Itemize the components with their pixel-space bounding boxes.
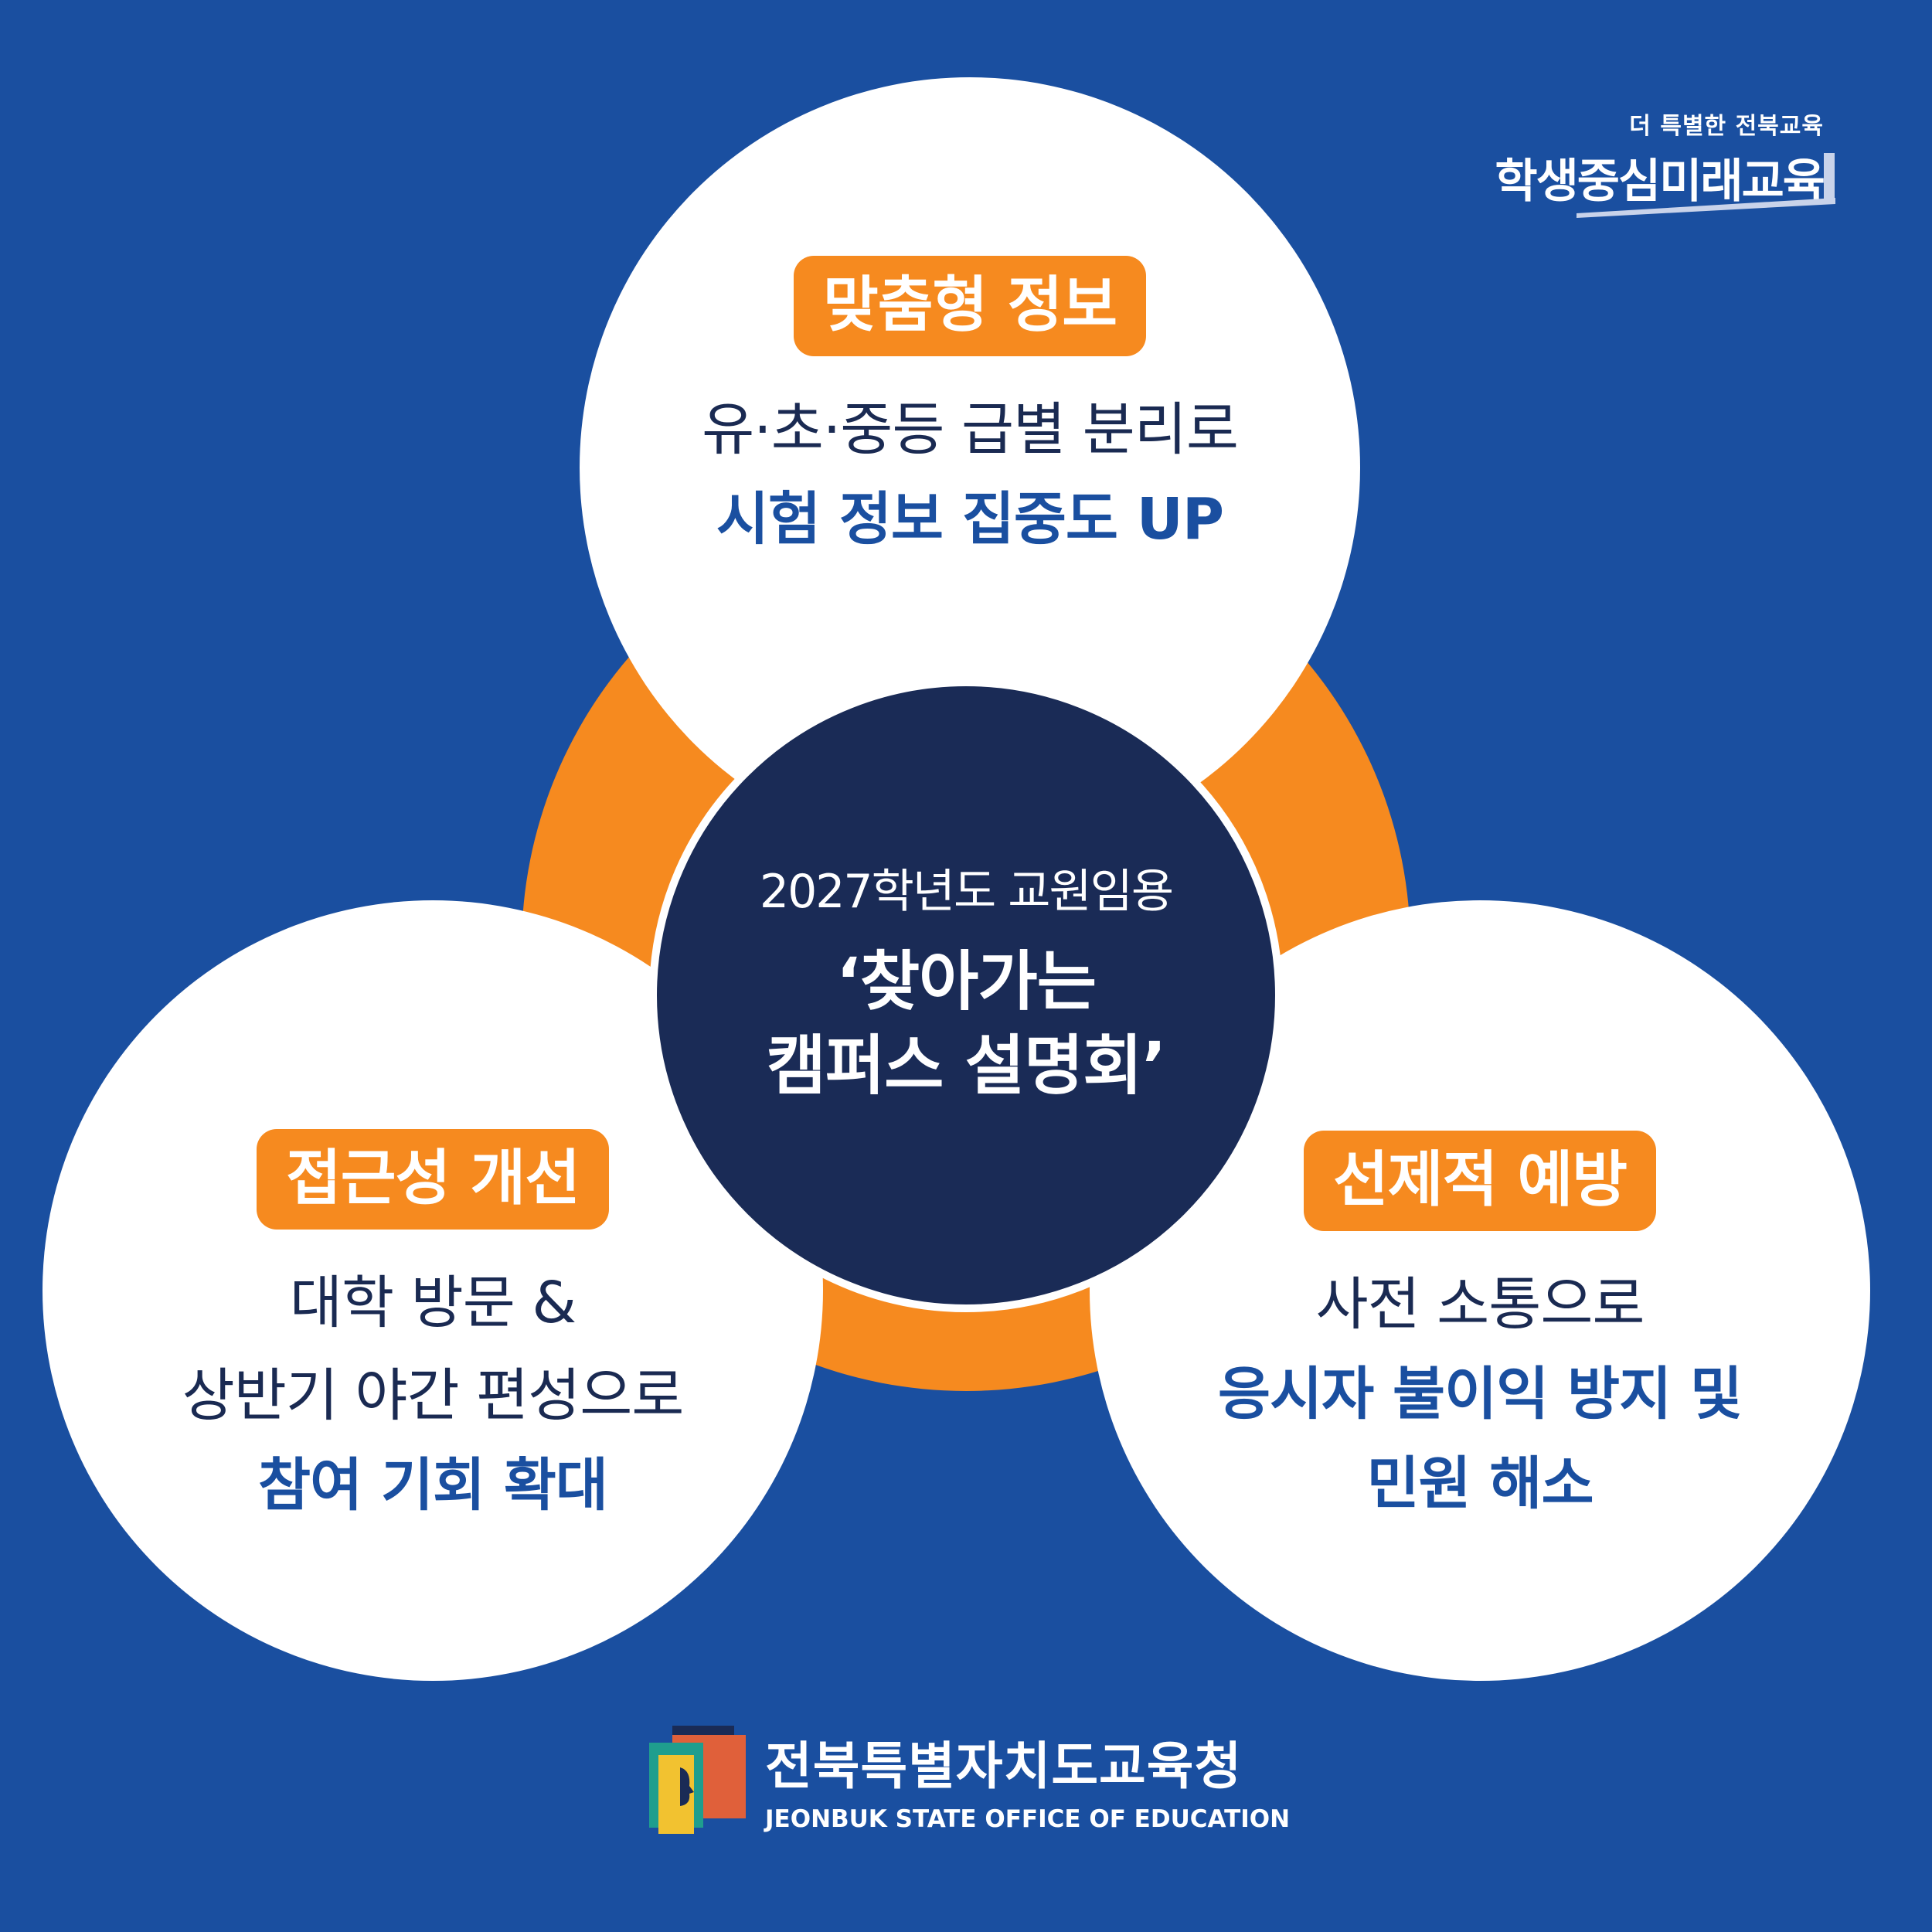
brand-slogan: 학생중심미래교육 bbox=[1495, 155, 1825, 209]
feature-left-line1: 대학 방문 & bbox=[289, 1269, 577, 1336]
education-office-logo-icon bbox=[649, 1726, 746, 1834]
feature-top-line1: 유·초·중등 급별 분리로 bbox=[702, 396, 1239, 463]
feature-left-line2: 상반기 야간 편성으로 bbox=[182, 1362, 685, 1429]
feature-tag-left: 접근성 개선 bbox=[257, 1129, 609, 1230]
brand-subtitle: 더 특별한 전북교육 bbox=[1629, 113, 1824, 140]
feature-right-line2: 응시자 불이익 방지 및 bbox=[1217, 1360, 1743, 1427]
feature-left-line3: 참여 기회 확대 bbox=[257, 1451, 608, 1519]
feature-tag-top: 맞춤형 정보 bbox=[794, 256, 1146, 356]
org-name-korean: 전북특별자치도교육청 bbox=[765, 1736, 1243, 1796]
center-title-circle: 2027학년도 교원임용 ‘찾아가는 캠퍼스 설명회’ bbox=[649, 679, 1283, 1312]
center-title-line2: 캠퍼스 설명회’ bbox=[766, 1027, 1167, 1104]
feature-right-line3: 민원 해소 bbox=[1366, 1450, 1594, 1517]
brand-swoosh-icon bbox=[1577, 153, 1835, 218]
brand-slogan-logo: 더 특별한 전북교육 학생중심미래교육 bbox=[1445, 107, 1847, 230]
feature-tag-right: 선제적 예방 bbox=[1304, 1131, 1656, 1231]
education-office-name: 전북특별자치도교육청 JEONBUK STATE OFFICE OF EDUCA… bbox=[765, 1725, 1290, 1833]
feature-right-line1: 사전 소통으로 bbox=[1315, 1270, 1645, 1338]
org-name-english: JEONBUK STATE OFFICE OF EDUCATION bbox=[765, 1805, 1291, 1833]
center-year-line: 2027학년도 교원임용 bbox=[759, 864, 1174, 919]
center-title-line1: ‘찾아가는 bbox=[835, 943, 1097, 1019]
feature-top-line2: 시험 정보 집중도 UP bbox=[716, 485, 1224, 553]
